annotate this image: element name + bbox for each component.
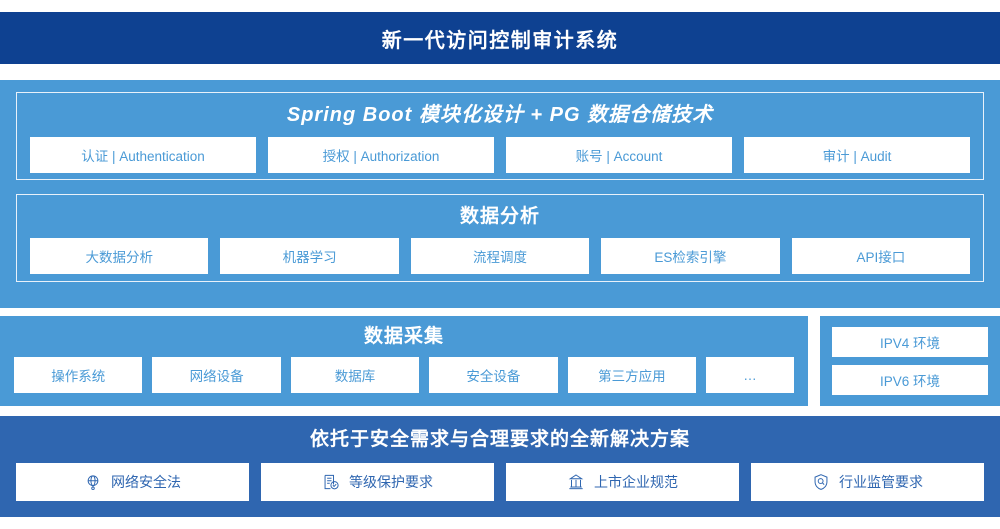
chip-authentication[interactable]: 认证 | Authentication [30,137,256,173]
chip-ipv4-environment[interactable]: IPV4 环境 [832,327,988,357]
solution-panel: 依托于安全需求与合理要求的全新解决方案 网络安全法 [0,416,1000,517]
springboot-group-title: Spring Boot 模块化设计 + PG 数据仓储技术 [286,104,714,126]
chip-operating-system[interactable]: 操作系统 [14,357,143,393]
chip-big-data-analysis[interactable]: 大数据分析 [30,238,209,274]
chip-industry-regulation-requirement[interactable]: 行业监管要求 [751,463,984,501]
chip-listed-company-standard[interactable]: 上市企业规范 [506,463,739,501]
chip-label: 上市企业规范 [594,474,678,490]
chip-third-party-application[interactable]: 第三方应用 [567,357,697,393]
shield-search-icon [812,473,830,491]
chip-account[interactable]: 账号 | Account [506,137,732,173]
chip-more-ellipsis[interactable]: … [706,357,795,393]
page-title: 新一代访问控制审计系统 [381,29,619,52]
solution-chip-row: 网络安全法 等级保护要求 [0,463,1000,501]
chip-label: 网络安全法 [111,474,181,490]
solution-title: 依托于安全需求与合理要求的全新解决方案 [309,429,690,450]
data-collection-panel: 数据采集 操作系统 网络设备 数据库 安全设备 第三方应用 … [0,316,808,406]
document-check-icon [322,473,340,491]
chip-database[interactable]: 数据库 [290,357,420,393]
data-collection-title: 数据采集 [363,326,444,347]
globe-network-icon [84,473,102,491]
chip-label: 等级保护要求 [349,474,433,490]
chip-cybersecurity-law[interactable]: 网络安全法 [16,463,249,501]
data-analysis-group: 数据分析 大数据分析 机器学习 流程调度 ES检索引擎 API接口 [16,194,984,282]
data-analysis-chip-row: 大数据分析 机器学习 流程调度 ES检索引擎 API接口 [17,238,983,274]
bank-building-icon [567,473,585,491]
chip-process-scheduling[interactable]: 流程调度 [410,238,590,274]
chip-classified-protection-requirement[interactable]: 等级保护要求 [261,463,494,501]
chip-authorization[interactable]: 授权 | Authorization [268,137,494,173]
data-collection-chip-row: 操作系统 网络设备 数据库 安全设备 第三方应用 … [0,357,808,393]
ip-environment-panel: IPV4 环境 IPV6 环境 [820,316,1000,406]
chip-network-device[interactable]: 网络设备 [152,357,281,393]
springboot-chip-row: 认证 | Authentication 授权 | Authorization 账… [17,137,983,173]
springboot-module-group: Spring Boot 模块化设计 + PG 数据仓储技术 认证 | Authe… [16,92,984,180]
data-analysis-group-title: 数据分析 [459,206,540,227]
chip-api-interface[interactable]: API接口 [791,238,971,274]
chip-machine-learning[interactable]: 机器学习 [220,238,399,274]
chip-security-device[interactable]: 安全设备 [429,357,558,393]
chip-label: 行业监管要求 [839,474,923,490]
page-header: 新一代访问控制审计系统 [0,12,1000,64]
architecture-panel: Spring Boot 模块化设计 + PG 数据仓储技术 认证 | Authe… [0,80,1000,308]
chip-audit[interactable]: 审计 | Audit [744,137,970,173]
chip-es-search-engine[interactable]: ES检索引擎 [601,238,780,274]
chip-ipv6-environment[interactable]: IPV6 环境 [832,365,988,395]
